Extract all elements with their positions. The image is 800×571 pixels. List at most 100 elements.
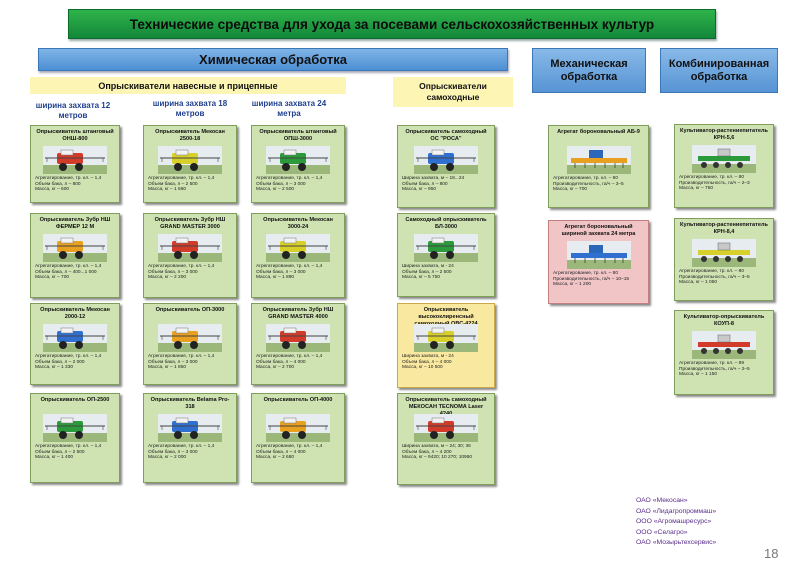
- equipment-spec: Агрегатирование, тр. кл. – 1,4: [35, 176, 102, 181]
- equipment-spec: Производительность, га/ч – 2–3: [679, 180, 750, 186]
- equipment-spec: Объем бака, л – 2 500: [148, 181, 198, 187]
- sprayer-image: [43, 146, 107, 174]
- equipment-spec: Масса, кг – 9420; 10 270; 10950: [402, 455, 473, 461]
- equipment-spec: Масса, кг – 750: [679, 186, 714, 192]
- sprayer-image: [158, 414, 222, 442]
- equipment-spec: Объем бака, л – 4 000: [256, 449, 306, 455]
- sprayer-image: [43, 414, 107, 442]
- equipment-spec: Масса, кг – 700: [553, 187, 588, 193]
- company-list: ОАО «Мекосан» ОАО «Лидагропроммаш» ООО «…: [636, 496, 786, 549]
- sprayer-image: [266, 414, 330, 442]
- equipment-spec: Масса, кг – 2 680: [256, 455, 295, 461]
- equipment-spec: Объем бака, л – 400...1 000: [35, 269, 97, 275]
- sprayer-image: [158, 234, 222, 262]
- equipment-spec: Масса, кг – 1 890: [256, 275, 295, 281]
- equipment-name: Агрегат бороновальный шириной захвата 24…: [561, 224, 636, 237]
- equipment-spec: Агрегатирование, тр. кл. – 80: [679, 269, 745, 274]
- cultivator-image: [692, 145, 756, 173]
- page-title: Технические средства для ухода за посева…: [68, 9, 716, 39]
- sprayer-image: [158, 324, 222, 352]
- equipment-spec: Агрегатирование, тр. кл. – 80: [553, 176, 619, 181]
- equipment-spec: Объем бака, л – 3 000: [148, 269, 198, 275]
- equipment-spec: Масса, кг – 5 750: [402, 275, 441, 281]
- equipment-spec: Производительность, га/ч – 3–5: [679, 274, 750, 280]
- equipment-spec: Агрегатирование, тр. кл. – 1,4: [35, 264, 102, 269]
- cultivator-image: [692, 331, 756, 359]
- sprayer-image: [43, 324, 107, 352]
- equipment-spec: Объем бака, л – 4 000: [402, 359, 452, 365]
- equipment-spec: Объем бака, л – 3 000: [256, 269, 306, 275]
- equipment-spec: Ширина захвата, м - 24: [402, 354, 454, 359]
- equipment-card: Опрыскиватель самоходный ОС "РОСА" Ширина…: [397, 125, 495, 208]
- equipment-spec: Масса, кг – 1 660: [148, 187, 187, 193]
- equipment-spec: Масса, кг – 700: [35, 275, 70, 281]
- equipment-name: Опрыскиватель самоходный ОС "РОСА": [405, 129, 487, 142]
- equipment-spec: Производительность, га/ч – 2–5: [679, 366, 750, 372]
- sprayer-image: [414, 414, 478, 442]
- equipment-spec: Ширина захвата, м – 18...24: [402, 176, 465, 181]
- width-label-12m: ширина захвата 12 метров: [35, 101, 111, 120]
- company-item: ОАО «Мозырьтехсервис»: [636, 539, 717, 546]
- equipment-spec: Объем бака, л – 3 000: [148, 359, 198, 365]
- width-label-18m: ширина захвата 18 метров: [152, 99, 228, 118]
- equipment-name: Агрегат бороновальный АБ-9: [557, 129, 640, 135]
- equipment-spec: Объем бака, л – 4 000: [256, 359, 306, 365]
- equipment-spec: Объем бака, л – 4 200: [402, 449, 452, 455]
- equipment-name: Опрыскиватель Мекосан 3000-24: [263, 217, 333, 230]
- equipment-spec: Масса, кг – 1 400: [35, 455, 74, 461]
- equipment-spec: Агрегатирование, тр. кл. – 1,4: [256, 444, 323, 449]
- equipment-spec: Масса, кг – 1 850: [148, 365, 187, 371]
- equipment-name: Опрыскиватель штанговый ОПШ-3000: [259, 129, 337, 142]
- equipment-spec: Агрегатирование, тр. кл. – 1,4: [148, 264, 215, 269]
- equipment-card: Опрыскиватель самоходный МЕКОСАН TECNOMA…: [397, 393, 495, 485]
- equipment-spec: Масса, кг – 2 700: [256, 365, 295, 371]
- equipment-spec: Агрегатирование, тр. кл. – 1,4: [256, 354, 323, 359]
- equipment-spec: Масса, кг – 1 150: [679, 372, 718, 378]
- equipment-card: Агрегат бороновальный шириной захвата 24…: [548, 220, 649, 304]
- harrow-image: [566, 241, 631, 269]
- equipment-spec: Объем бака, л – 800: [35, 181, 81, 187]
- equipment-name: Культиватор-опрыскиватель КОУП-8: [683, 314, 765, 327]
- harrow-image: [566, 146, 631, 174]
- sprayer-image: [158, 146, 222, 174]
- mounted-sprayers-subheader: Опрыскиватели навесные и прицепные: [30, 77, 346, 94]
- equipment-name: Опрыскиватель Зубр НШ GRAND MASTER 4000: [262, 307, 334, 320]
- equipment-name: Опрыскиватель ОП-4000: [263, 397, 333, 403]
- mechanical-treatment-header: Механическая обработка: [532, 48, 646, 93]
- equipment-spec: Агрегатирование, тр. кл. – 1,4: [256, 176, 323, 181]
- equipment-name: Опрыскиватель Belama Pro-318: [150, 397, 230, 410]
- equipment-spec: Масса, кг – 2 000: [148, 455, 187, 461]
- equipment-spec: Агрегатирование, тр. кл. – 1,4: [35, 444, 102, 449]
- equipment-spec: Агрегатирование, тр. кл. – 1,4: [148, 176, 215, 181]
- equipment-spec: Производительность, га/ч – 3–5: [553, 181, 624, 187]
- cultivator-image: [692, 239, 756, 267]
- equipment-spec: Объем бака, л – 3 000: [148, 449, 198, 455]
- equipment-name: Опрыскиватель ОП-2500: [40, 397, 110, 403]
- equipment-name: Опрыскиватель Зубр НШ ФЕРМЕР 12 М: [39, 217, 111, 230]
- chemical-treatment-header: Химическая обработка: [38, 48, 508, 71]
- equipment-name: Самоходный опрыскиватель БЛ-3000: [405, 217, 487, 230]
- equipment-spec: Масса, кг – 2 500: [256, 187, 295, 193]
- equipment-spec: Объем бака, л – 2 500: [35, 449, 85, 455]
- equipment-card: Опрыскиватель Зубр НШ ФЕРМЕР 12 М Агрегат…: [30, 213, 120, 298]
- equipment-spec: Масса, кг – 1 200: [553, 282, 592, 288]
- equipment-name: Опрыскиватель высококлиренсный самоходны…: [414, 307, 477, 327]
- equipment-spec: Ширина захвата, м - 24: [402, 264, 454, 269]
- sprayer-image: [414, 324, 478, 352]
- equipment-name: Опрыскиватель штанговый ОНШ-800: [36, 129, 114, 142]
- equipment-name: Опрыскиватель Мекосан 2000-12: [40, 307, 110, 320]
- company-item: ОАО «Лидагропроммаш»: [636, 507, 717, 515]
- equipment-spec: Агрегатирование, тр. кл. – 80: [679, 175, 745, 180]
- equipment-spec: Масса, кг – 10 500: [402, 365, 443, 371]
